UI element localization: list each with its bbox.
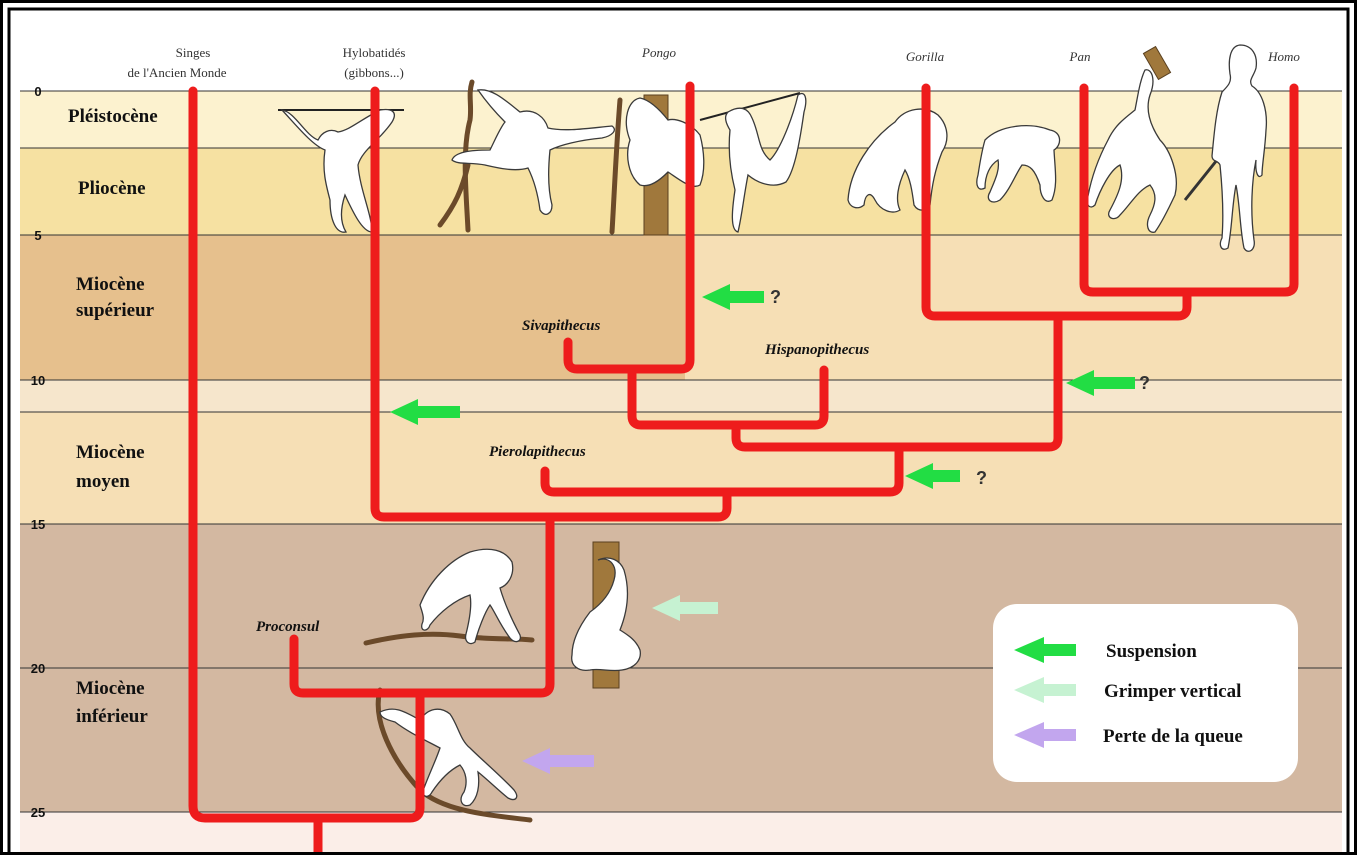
legend: Suspension Grimper vertical Perte de la … bbox=[993, 604, 1298, 782]
taxon-gorilla: Gorilla bbox=[906, 49, 945, 64]
taxon-homo: Homo bbox=[1267, 49, 1300, 64]
uncertain-marker-pierolapithecus: ? bbox=[976, 468, 987, 488]
taxon-hylobatids-line1: Hylobatidés bbox=[343, 45, 406, 60]
epoch-upper-miocene-2: supérieur bbox=[76, 300, 155, 321]
tick-25: 25 bbox=[31, 805, 45, 820]
tick-10: 10 bbox=[31, 373, 45, 388]
epoch-lower-miocene-1: Miocène bbox=[76, 678, 145, 699]
epoch-pleistocene: Pléistocène bbox=[68, 106, 158, 127]
taxon-pongo: Pongo bbox=[641, 45, 676, 60]
epoch-pliocene: Pliocène bbox=[78, 178, 146, 199]
epoch-lower-miocene-2: inférieur bbox=[76, 706, 148, 727]
taxon-pan: Pan bbox=[1069, 49, 1091, 64]
fossil-sivapithecus: Sivapithecus bbox=[522, 318, 601, 334]
legend-label-vertical-climbing: Grimper vertical bbox=[1104, 681, 1241, 702]
tick-20: 20 bbox=[31, 661, 45, 676]
legend-item-suspension: Suspension bbox=[1014, 637, 1197, 663]
taxon-old-world-monkeys-line2: de l'Ancien Monde bbox=[127, 65, 226, 80]
epoch-middle-miocene-2: moyen bbox=[76, 471, 130, 492]
taxon-old-world-monkeys-line1: Singes bbox=[176, 45, 211, 60]
tick-15: 15 bbox=[31, 517, 45, 532]
fossil-hispanopithecus: Hispanopithecus bbox=[764, 342, 869, 358]
fossil-proconsul: Proconsul bbox=[256, 619, 320, 635]
legend-label-suspension: Suspension bbox=[1106, 641, 1197, 662]
uncertain-marker-pongo: ? bbox=[770, 287, 781, 307]
uncertain-marker-great-apes: ? bbox=[1139, 373, 1150, 393]
legend-label-tail-loss: Perte de la queue bbox=[1103, 726, 1243, 747]
epoch-upper-miocene-1: Miocène bbox=[76, 274, 145, 295]
tick-0: 0 bbox=[34, 84, 41, 99]
fossil-pierolapithecus: Pierolapithecus bbox=[489, 444, 586, 460]
epoch-middle-miocene-1: Miocène bbox=[76, 442, 145, 463]
tick-5: 5 bbox=[34, 228, 41, 243]
band-upper-miocene bbox=[685, 235, 1342, 380]
taxon-hylobatids-line2: (gibbons...) bbox=[344, 65, 404, 80]
